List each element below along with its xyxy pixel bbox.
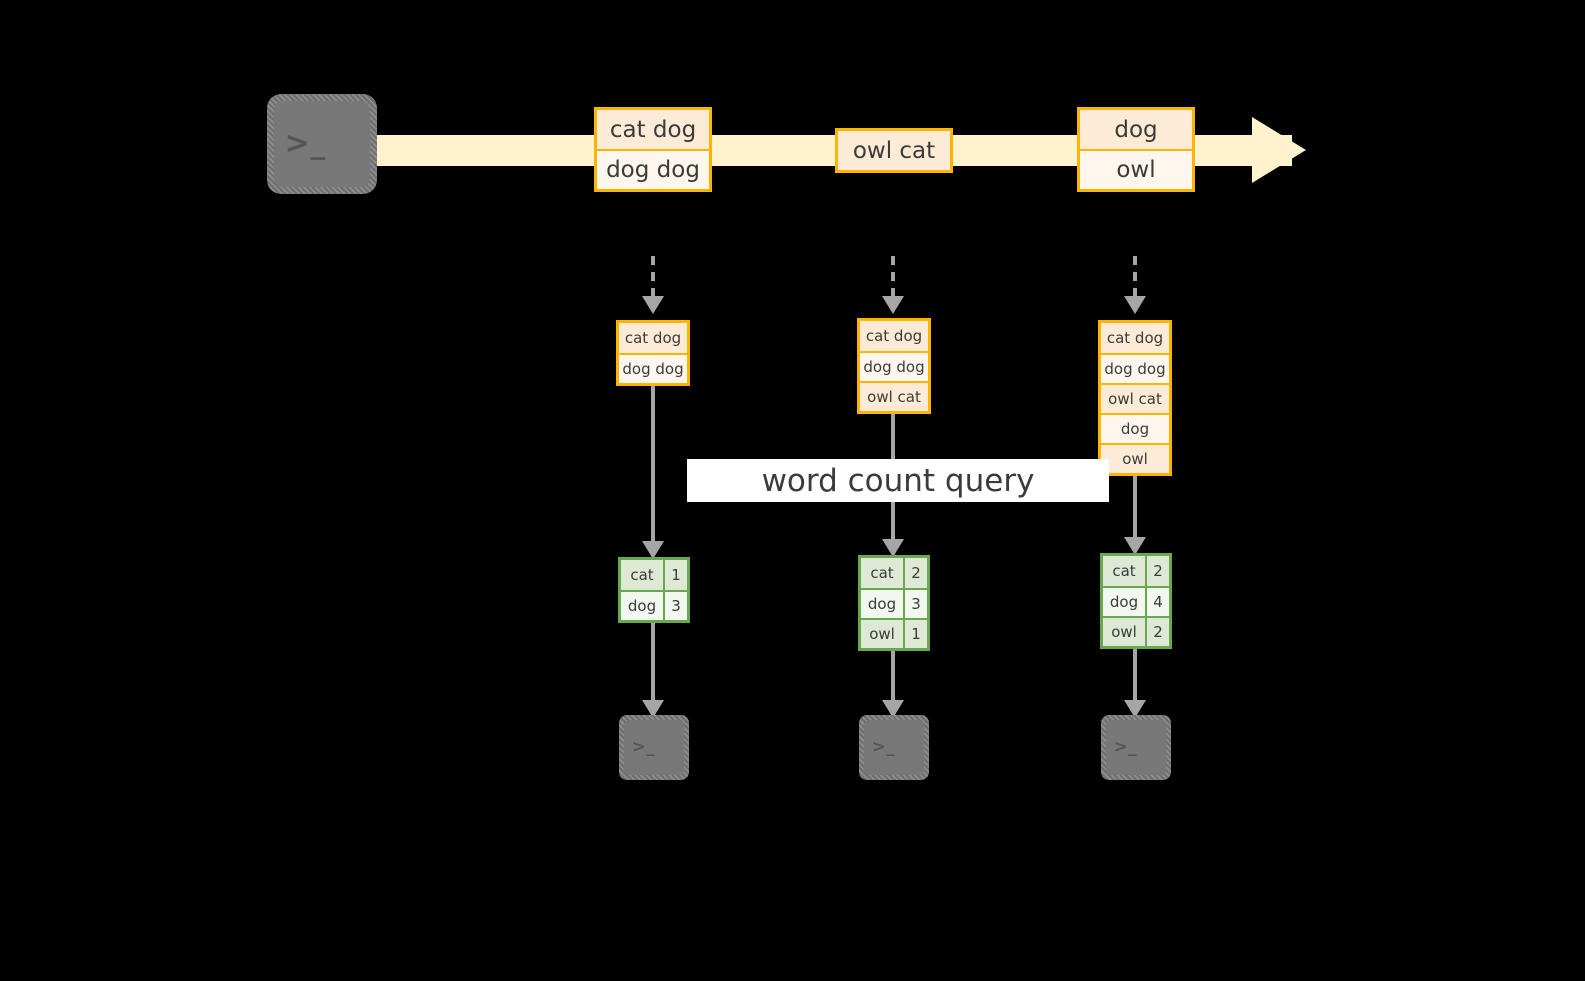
stream-record-line: dog dog <box>597 149 709 188</box>
snapshot-1-input-box: cat dog dog dog <box>616 320 690 386</box>
result-count: 1 <box>903 620 927 648</box>
snapshot-input-line: dog dog <box>619 353 687 383</box>
snapshot-1-sink-connector <box>651 623 655 703</box>
terminal-screen <box>624 720 684 775</box>
stream-to-batch-arrowhead-2 <box>882 296 904 314</box>
stream-record-line: cat dog <box>597 110 709 149</box>
stream-record-line: owl <box>1080 149 1192 188</box>
snapshot-input-line: dog <box>1101 413 1169 443</box>
snapshot-1-result-table: cat 1 dog 3 <box>618 557 690 623</box>
terminal-prompt-glyph: >_ <box>631 737 656 757</box>
query-label: word count query <box>687 459 1109 502</box>
snapshot-3-sink-arrowhead <box>1124 700 1146 718</box>
stream-arrowhead <box>1252 117 1306 183</box>
result-count: 2 <box>903 558 927 588</box>
snapshot-2-sink-terminal-icon[interactable]: >_ <box>859 715 929 780</box>
snapshot-input-line: dog dog <box>1101 353 1169 383</box>
stream-record-1: cat dog dog dog <box>594 107 712 192</box>
result-count: 1 <box>663 560 687 590</box>
table-row: cat 1 <box>621 560 687 590</box>
result-count: 3 <box>903 590 927 618</box>
table-row: owl 2 <box>1103 616 1169 646</box>
snapshot-1-sink-terminal-icon[interactable]: >_ <box>619 715 689 780</box>
table-row: cat 2 <box>1103 556 1169 586</box>
snapshot-input-line: cat dog <box>860 321 928 351</box>
stream-record-2: owl cat <box>835 128 953 173</box>
result-word: cat <box>1112 562 1136 580</box>
snapshot-input-line: dog dog <box>860 351 928 381</box>
snapshot-input-line: owl cat <box>860 381 928 411</box>
snapshot-1-sink-arrowhead <box>642 700 664 718</box>
snapshot-2-sink-arrowhead <box>882 700 904 718</box>
result-count: 4 <box>1145 588 1169 616</box>
table-row: dog 4 <box>1103 586 1169 616</box>
snapshot-input-line: owl cat <box>1101 383 1169 413</box>
terminal-prompt-glyph: >_ <box>1113 737 1138 757</box>
stream-to-batch-connector-3 <box>1133 256 1137 298</box>
snapshot-2-input-box: cat dog dog dog owl cat <box>857 318 931 414</box>
stream-record-line: dog <box>1080 110 1192 149</box>
result-word: dog <box>867 595 897 613</box>
snapshot-3-input-box: cat dog dog dog owl cat dog owl <box>1098 320 1172 476</box>
snapshot-2-result-table: cat 2 dog 3 owl 1 <box>858 555 930 651</box>
table-row: owl 1 <box>861 618 927 648</box>
result-word: dog <box>1109 593 1139 611</box>
stream-to-batch-arrowhead-1 <box>642 296 664 314</box>
result-count: 2 <box>1145 618 1169 646</box>
result-word: owl <box>1111 623 1137 641</box>
snapshot-2-sink-connector <box>891 651 895 703</box>
stream-to-batch-arrowhead-3 <box>1124 296 1146 314</box>
result-word: dog <box>627 597 657 615</box>
snapshot-1-query-arrowhead <box>642 541 664 559</box>
terminal-prompt-glyph: >_ <box>871 737 896 757</box>
table-row: cat 2 <box>861 558 927 588</box>
terminal-prompt-glyph: >_ <box>284 126 326 161</box>
snapshot-3-result-table: cat 2 dog 4 owl 2 <box>1100 553 1172 649</box>
result-word: cat <box>630 566 654 584</box>
snapshot-3-query-arrowhead <box>1124 537 1146 555</box>
stream-record-line: owl cat <box>838 131 950 170</box>
stream-to-batch-connector-1 <box>651 256 655 298</box>
table-row: dog 3 <box>621 590 687 620</box>
stream-source-terminal-icon[interactable]: >_ <box>267 94 377 194</box>
snapshot-3-sink-connector <box>1133 649 1137 703</box>
terminal-screen <box>1106 720 1166 775</box>
result-word: owl <box>869 625 895 643</box>
table-row: dog 3 <box>861 588 927 618</box>
snapshot-1-query-connector <box>651 386 655 544</box>
terminal-screen <box>274 101 370 187</box>
result-count: 2 <box>1145 556 1169 586</box>
snapshot-input-line: owl <box>1101 443 1169 473</box>
snapshot-input-line: cat dog <box>619 323 687 353</box>
snapshot-3-sink-terminal-icon[interactable]: >_ <box>1101 715 1171 780</box>
snapshot-3-query-connector <box>1133 476 1137 540</box>
stream-record-3: dog owl <box>1077 107 1195 192</box>
snapshot-input-line: cat dog <box>1101 323 1169 353</box>
snapshot-2-query-arrowhead <box>882 539 904 557</box>
terminal-screen <box>864 720 924 775</box>
result-word: cat <box>870 564 894 582</box>
result-count: 3 <box>663 592 687 620</box>
stream-to-batch-connector-2 <box>891 256 895 298</box>
